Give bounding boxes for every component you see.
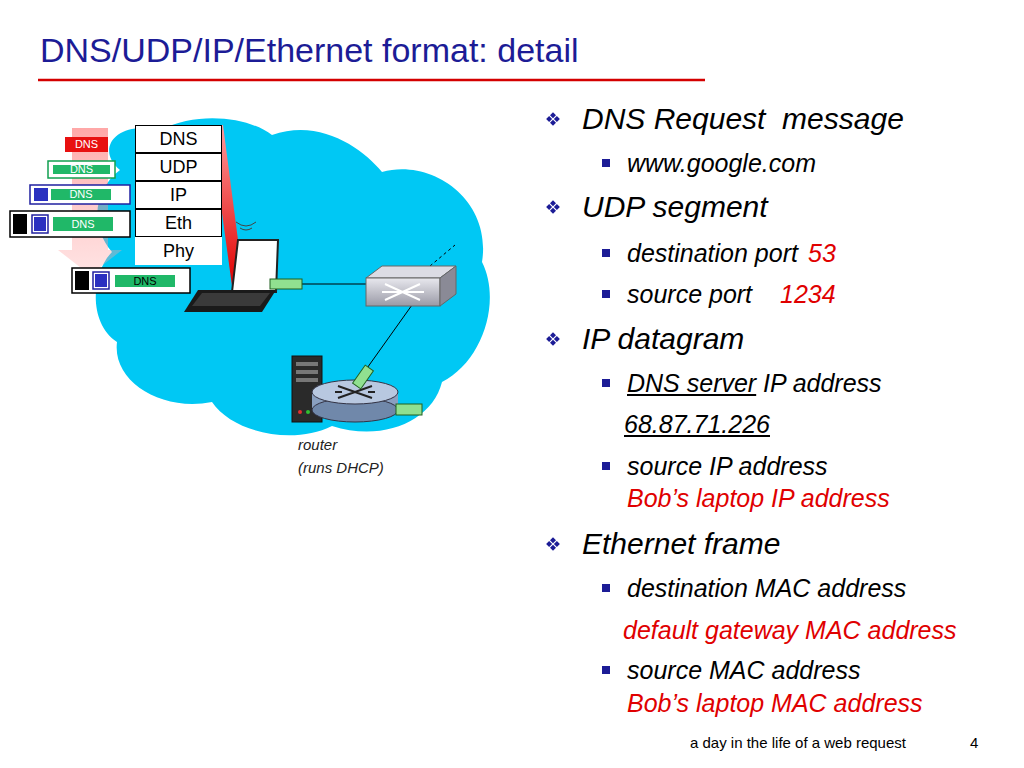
packet-frame [93, 272, 109, 289]
square-bullet [602, 666, 610, 674]
stack-layer: UDP [135, 153, 222, 181]
diamond-bullet [546, 537, 560, 551]
packet-frame [10, 211, 130, 237]
node-text: IP [170, 186, 187, 204]
switch-icon [366, 266, 456, 306]
udp-packet: DNS [52, 164, 111, 175]
dns-packet: DNS [65, 137, 108, 152]
router-label: router [298, 436, 337, 454]
node-text: DNS [69, 189, 92, 200]
heading-bullet: DNS Request message [582, 101, 904, 137]
square-bullet [602, 462, 610, 470]
node-text: DNS [159, 130, 197, 148]
stack-layer: DNS [135, 125, 222, 153]
address-value: Bob’s laptop MAC address [627, 688, 923, 718]
heading-bullet: IP datagram [582, 321, 744, 357]
sub-bullet: source IP address [627, 451, 828, 481]
stack-layer: Phy [135, 237, 222, 265]
square-bullet [602, 290, 610, 298]
stack-layer: Eth [135, 209, 222, 237]
footer-text: a day in the life of a web request [690, 734, 906, 752]
diamond-bullet [546, 200, 560, 214]
packet-header [95, 274, 107, 287]
square-bullet [602, 584, 610, 592]
router-label: (runs DHCP) [298, 459, 384, 477]
phy-frame: DNS [114, 274, 176, 288]
node-text: DNS [75, 139, 98, 150]
page-number: 4 [970, 734, 978, 752]
port-number: 1234 [780, 279, 836, 309]
diamond-bullet [546, 332, 560, 346]
node-text: UDP [159, 158, 197, 176]
packet-header [34, 217, 46, 231]
ethernet-link [430, 245, 455, 266]
address-value: Bob’s laptop IP address [627, 483, 890, 513]
eth-frame: DNS [52, 216, 114, 232]
node-text: Phy [163, 242, 194, 260]
diamond-bullet [546, 112, 560, 126]
node-text: DNS [71, 219, 94, 230]
node-text: Eth [165, 214, 192, 232]
packet-header [34, 188, 48, 201]
packet-frame [48, 161, 115, 178]
sub-bullet: source MAC address [627, 655, 860, 685]
ethernet-link [296, 284, 366, 285]
sub-bullet-text: IP address [763, 368, 882, 398]
packet-frame [72, 268, 190, 293]
packet-frame [32, 215, 48, 233]
node-text: DNS [70, 164, 93, 175]
sub-bullet: source port [627, 279, 752, 309]
square-bullet [602, 159, 610, 167]
ip-packet: DNS [50, 188, 112, 201]
ip-address: 68.87.71.226 [624, 409, 770, 439]
port-number: 53 [808, 238, 836, 268]
packet-header [75, 271, 89, 290]
square-bullet [602, 379, 610, 387]
sub-bullet: destination MAC address [627, 573, 906, 603]
node-text: DNS [133, 276, 156, 287]
sub-bullet: www.google.com [627, 148, 816, 178]
sub-bullet: destination port [627, 238, 798, 268]
packet-header [13, 214, 27, 234]
router-icon [292, 356, 422, 422]
network-cloud [96, 118, 490, 435]
sub-bullet: DNS server [627, 368, 756, 398]
title-underline [38, 79, 705, 82]
slide-title: DNS/UDP/IP/Ethernet format: detail [40, 30, 579, 71]
packet-frame [30, 185, 130, 204]
address-value: default gateway MAC address [623, 615, 957, 645]
heading-bullet: UDP segment [582, 189, 768, 225]
heading-bullet: Ethernet frame [582, 526, 780, 562]
stack-layer: IP [135, 181, 222, 209]
square-bullet [602, 249, 610, 257]
